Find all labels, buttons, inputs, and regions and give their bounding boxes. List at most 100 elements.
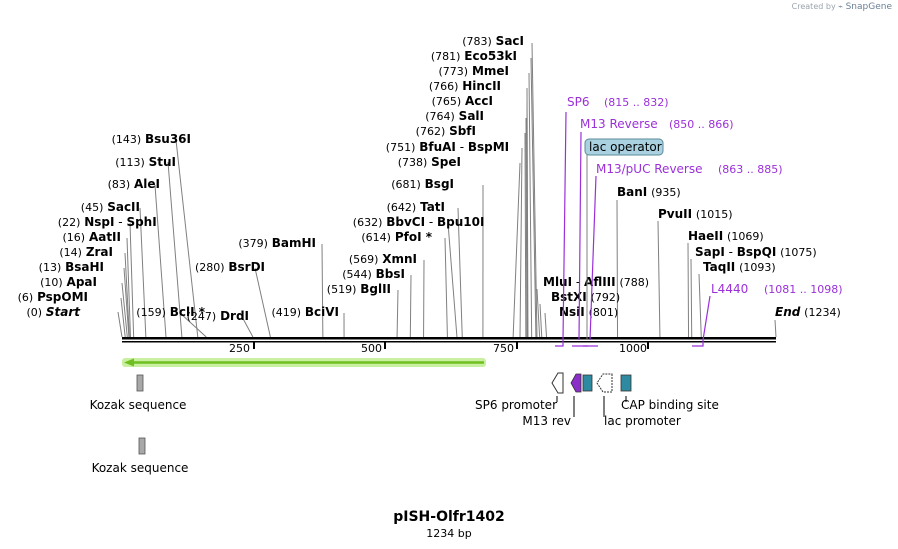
orf-arrow[interactable] bbox=[122, 358, 486, 367]
site-line bbox=[530, 57, 537, 338]
site-line bbox=[139, 207, 147, 338]
ruler-tick bbox=[647, 342, 649, 349]
svg-text:(143) Bsu36I: (143) Bsu36I bbox=[112, 132, 191, 146]
site-label[interactable]: (13) BsaHI bbox=[39, 260, 104, 274]
svg-text:(247) DrdI: (247) DrdI bbox=[187, 309, 249, 323]
site-label[interactable]: (762) SbfI bbox=[416, 124, 476, 138]
site-label[interactable]: (0) Start bbox=[26, 305, 81, 319]
site-line bbox=[687, 242, 690, 338]
site-label[interactable]: PvuII (1015) bbox=[658, 207, 733, 221]
svg-text:HaeII (1069): HaeII (1069) bbox=[688, 229, 764, 243]
site-line bbox=[457, 207, 463, 338]
site-line bbox=[120, 297, 126, 338]
site-line bbox=[539, 303, 543, 338]
snapgene-logo-icon: ⌁ bbox=[838, 2, 844, 11]
site-line bbox=[179, 312, 207, 338]
svg-text:(6) PspOMI: (6) PspOMI bbox=[18, 290, 88, 304]
primer-m13-reverse[interactable]: M13 Reverse (850 .. 866) bbox=[572, 117, 734, 347]
site-label[interactable]: (773) MmeI bbox=[439, 64, 509, 78]
site-label[interactable]: (632) BbvCI - Bpu10I bbox=[353, 215, 485, 229]
svg-text:(14) ZraI: (14) ZraI bbox=[59, 245, 113, 259]
site-label[interactable]: (764) SalI bbox=[425, 109, 484, 123]
site-label[interactable]: (738) SpeI bbox=[398, 155, 461, 169]
credit-prefix: Created by bbox=[791, 2, 836, 11]
features[interactable]: Kozak sequence Kozak sequence SP6 promot… bbox=[90, 372, 719, 475]
primers[interactable]: SP6 (815 .. 832) M13 Reverse (850 .. 866… bbox=[555, 95, 843, 347]
site-line bbox=[126, 237, 131, 338]
svg-text:(781) Eco53kI: (781) Eco53kI bbox=[431, 49, 517, 63]
svg-text:(762) SbfI: (762) SbfI bbox=[416, 124, 476, 138]
site-label[interactable]: (143) Bsu36I bbox=[112, 132, 191, 146]
site-label[interactable]: (16) AatII bbox=[63, 230, 121, 244]
site-line bbox=[254, 267, 271, 338]
site-label[interactable]: (45) SacII bbox=[81, 200, 140, 214]
plasmid-length: 1234 bp bbox=[426, 527, 472, 540]
primer-m13-puc-reverse-label[interactable]: M13/pUC Reverse bbox=[596, 162, 703, 176]
site-label[interactable]: (159) BclI * bbox=[136, 305, 205, 319]
svg-text:(765) AccI: (765) AccI bbox=[432, 94, 493, 108]
svg-text:(22) NspI - SphI: (22) NspI - SphI bbox=[58, 215, 157, 229]
site-label[interactable]: (6) PspOMI bbox=[18, 290, 88, 304]
site-label[interactable]: (783) SacI bbox=[462, 34, 524, 48]
primer-sp6-label[interactable]: SP6 bbox=[567, 95, 590, 109]
site-label[interactable]: (280) BsrDI bbox=[195, 260, 265, 274]
svg-text:(738) SpeI: (738) SpeI bbox=[398, 155, 461, 169]
site-label[interactable]: (751) BfuAI - BspMI bbox=[386, 140, 509, 154]
svg-text:End (1234): End (1234) bbox=[775, 305, 841, 319]
primer-m13-puc-reverse[interactable]: M13/pUC Reverse (863 .. 885) bbox=[583, 162, 783, 347]
svg-text:(544) BbsI: (544) BbsI bbox=[342, 267, 405, 281]
sp6-promoter-arrow bbox=[551, 372, 564, 394]
svg-text:(681) BsgI: (681) BsgI bbox=[391, 177, 454, 191]
site-label[interactable]: TaqII (1093) bbox=[703, 260, 776, 274]
lac-operator[interactable]: lac operator bbox=[584, 138, 664, 340]
svg-text:(773) MmeI: (773) MmeI bbox=[439, 64, 509, 78]
primer-l4440-label[interactable]: L4440 bbox=[711, 282, 748, 296]
site-label[interactable]: BanI (935) bbox=[617, 185, 681, 199]
site-label[interactable]: BstXI (792) bbox=[551, 290, 620, 304]
site-label[interactable]: (83) AleI bbox=[108, 177, 160, 191]
sequence-backbone[interactable] bbox=[122, 337, 776, 343]
site-line bbox=[124, 252, 130, 338]
site-line bbox=[657, 220, 661, 338]
site-line bbox=[409, 274, 412, 338]
primer-m13-reverse-label[interactable]: M13 Reverse bbox=[580, 117, 658, 131]
site-label[interactable]: (681) BsgI bbox=[391, 177, 454, 191]
site-label[interactable]: (22) NspI - SphI bbox=[58, 215, 157, 229]
site-label[interactable]: (419) BciVI bbox=[271, 305, 339, 319]
site-lines bbox=[117, 42, 777, 338]
site-label[interactable]: (765) AccI bbox=[432, 94, 493, 108]
site-label[interactable]: (766) HincII bbox=[429, 79, 501, 93]
site-label[interactable]: NsiI (801) bbox=[559, 305, 618, 319]
site-label[interactable]: (247) DrdI bbox=[187, 309, 249, 323]
site-label[interactable]: SapI - BspQI (1075) bbox=[695, 245, 817, 259]
svg-text:TaqII (1093): TaqII (1093) bbox=[703, 260, 776, 274]
site-label[interactable]: (642) TatI bbox=[387, 200, 445, 214]
site-label[interactable]: (113) StuI bbox=[115, 155, 176, 169]
svg-text:(632) BbvCI - Bpu10I: (632) BbvCI - Bpu10I bbox=[353, 215, 485, 229]
site-label[interactable]: (14) ZraI bbox=[59, 245, 113, 259]
site-label[interactable]: End (1234) bbox=[775, 305, 841, 319]
site-label[interactable]: (569) XmnI bbox=[349, 252, 417, 266]
site-label[interactable]: (519) BglII bbox=[327, 282, 391, 296]
site-label[interactable]: (10) ApaI bbox=[40, 275, 97, 289]
site-line bbox=[175, 139, 199, 338]
svg-text:(751) BfuAI - BspMI: (751) BfuAI - BspMI bbox=[386, 140, 509, 154]
site-label[interactable]: MluI - AflIII (788) bbox=[543, 275, 649, 289]
site-label[interactable]: (544) BbsI bbox=[342, 267, 405, 281]
kozak-label-2: Kozak sequence bbox=[92, 461, 189, 475]
primer-sp6-range: (815 .. 832) bbox=[604, 96, 669, 109]
site-label[interactable]: HaeII (1069) bbox=[688, 229, 764, 243]
site-label[interactable]: (379) BamHI bbox=[238, 236, 316, 250]
site-line bbox=[444, 237, 448, 338]
sp6-promoter-label: SP6 promoter bbox=[475, 398, 557, 412]
primer-l4440[interactable]: L4440 (1081 .. 1098) bbox=[692, 282, 843, 347]
site-line bbox=[117, 311, 123, 338]
site-label[interactable]: (781) Eco53kI bbox=[431, 49, 517, 63]
svg-text:(45) SacII: (45) SacII bbox=[81, 200, 140, 214]
m13-rev-arrow bbox=[570, 373, 582, 393]
site-label[interactable]: (614) PfoI * bbox=[361, 230, 432, 244]
cap-site-label: CAP binding site bbox=[621, 398, 719, 412]
primer-sp6[interactable]: SP6 (815 .. 832) bbox=[555, 95, 669, 347]
svg-text:(13) BsaHI: (13) BsaHI bbox=[39, 260, 104, 274]
